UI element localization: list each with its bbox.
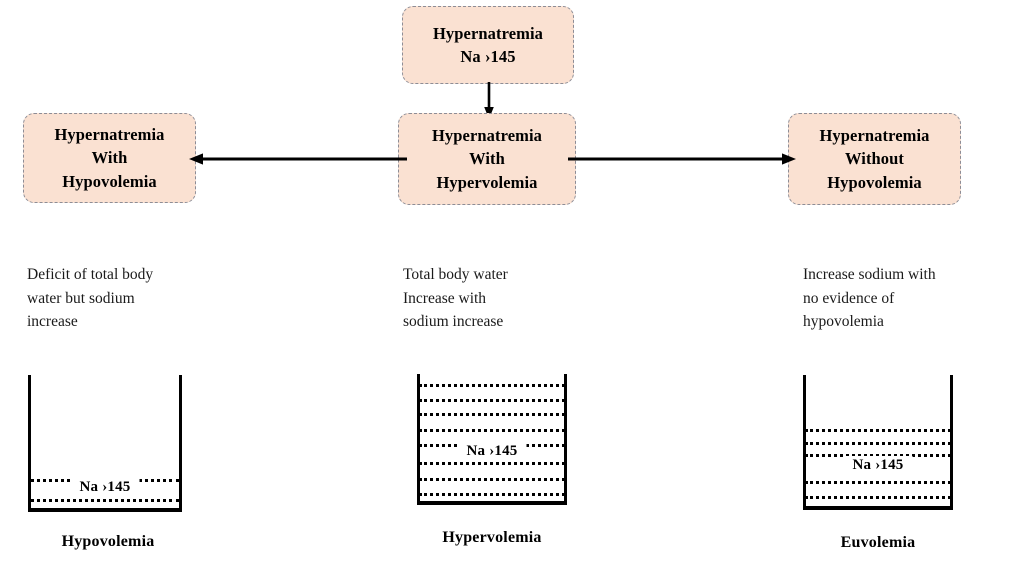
caption-hypervolemia: Hypervolemia xyxy=(442,529,542,546)
description-line: Total body water xyxy=(403,266,508,283)
fluid-level-line xyxy=(805,481,951,485)
description-line: Deficit of total body xyxy=(27,266,154,283)
fluid-level-line xyxy=(805,428,951,432)
node-line: Hypernatremia xyxy=(819,125,930,145)
fluid-level-line xyxy=(419,461,565,465)
description-line: water but sodium xyxy=(27,289,135,307)
beaker-euvolemia-icon: Na ›145 xyxy=(803,375,953,510)
node-line: Hypervolemia xyxy=(436,172,538,192)
node-line: Hypernatremia xyxy=(432,23,544,43)
description-line: Increase with xyxy=(403,289,487,307)
node-line: Hypernatremia xyxy=(54,124,165,144)
fluid-level-line xyxy=(419,493,565,497)
node-hypernatremia-without-hypovolemia[interactable]: Hypernatremia Without Hypovolemia xyxy=(788,113,961,205)
description-euvolemia: Increase sodium with no evidence of hypo… xyxy=(803,263,1018,334)
node-hypernatremia-root[interactable]: Hypernatremia Na ›145 xyxy=(402,6,574,84)
description-line: sodium increase xyxy=(403,313,504,331)
description-line: Increase sodium with xyxy=(803,266,936,283)
beaker-hypovolemia-icon: Na ›145 xyxy=(28,375,182,512)
description-line: hypovolemia xyxy=(803,313,884,331)
beaker-hypervolemia-icon: Na ›145 xyxy=(417,374,567,505)
fluid-level-line xyxy=(805,441,951,445)
fluid-level-line xyxy=(419,399,565,403)
fluid-level-line xyxy=(419,384,565,388)
node-line: With xyxy=(469,149,505,169)
node-hypernatremia-with-hypervolemia[interactable]: Hypernatremia With Hypervolemia xyxy=(398,113,576,205)
fluid-level-line xyxy=(419,478,565,482)
node-line: Hypovolemia xyxy=(827,172,922,192)
node-line: Hypovolemia xyxy=(62,171,157,191)
description-hypovolemia: Deficit of total body water but sodium i… xyxy=(27,263,237,334)
description-line: increase xyxy=(27,313,78,331)
beaker-sodium-label: Na ›145 xyxy=(457,441,527,461)
description-hypervolemia: Total body water Increase with sodium in… xyxy=(403,263,613,334)
fluid-level-line xyxy=(419,428,565,432)
fluid-level-line xyxy=(805,453,951,457)
arrow-center-to-right-icon xyxy=(568,144,800,174)
fluid-level-line xyxy=(419,413,565,417)
beaker-sodium-label: Na ›145 xyxy=(843,456,913,476)
fluid-level-line xyxy=(805,495,951,499)
node-line: Without xyxy=(844,149,905,169)
fluid-level-line xyxy=(30,498,180,502)
description-line: no evidence of xyxy=(803,289,895,307)
node-line: Hypernatremia xyxy=(431,125,543,145)
beaker-sodium-label: Na ›145 xyxy=(70,477,140,497)
node-hypernatremia-with-hypovolemia[interactable]: Hypernatremia With Hypovolemia xyxy=(23,113,196,203)
node-line: With xyxy=(91,148,128,168)
node-line: Na ›145 xyxy=(460,47,516,66)
caption-euvolemia: Euvolemia xyxy=(840,534,916,551)
caption-hypovolemia: Hypovolemia xyxy=(61,533,155,550)
arrow-center-to-left-icon xyxy=(185,144,407,174)
